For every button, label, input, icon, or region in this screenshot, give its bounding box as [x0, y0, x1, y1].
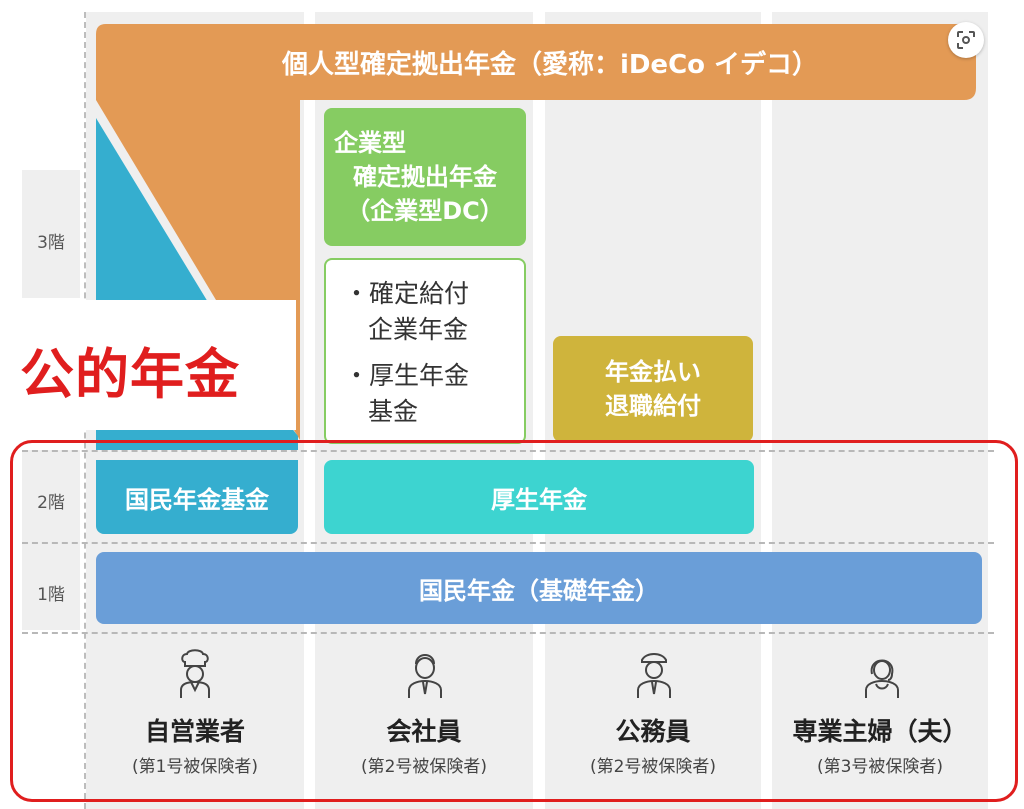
officer-icon [637, 653, 671, 698]
floor-divider-3-2 [22, 450, 994, 452]
person-company-employee-name: 会社員 [386, 717, 462, 746]
lens-icon [957, 31, 975, 49]
floor-divider-2-1 [22, 542, 994, 544]
person-company-employee-category: (第2号被保険者) [360, 757, 488, 777]
person-self-employed-category: (第1号被保険者) [131, 757, 259, 777]
corporate-dc-line2: 確定拠出年金 [353, 163, 497, 191]
office-worker-icon [408, 654, 442, 698]
retirement-benefit-box: 年金払い 退職給付 [553, 336, 753, 442]
db-item2-line2: 基金 [368, 397, 419, 426]
retirement-line2: 退職給付 [605, 392, 701, 420]
public-pension-highlight-frame [10, 440, 1018, 802]
corporate-dc-line1: 企業型 [334, 129, 406, 157]
floor-label-bg-3 [22, 170, 80, 298]
person-homemaker-name: 専業主婦（夫） [792, 717, 968, 746]
homemaker-icon [865, 659, 899, 698]
defined-benefit-box: ・確定給付 企業年金 ・厚生年金 基金 [324, 258, 526, 444]
ideco-label: 個人型確定拠出年金（愛称：iDeCo イデコ） [281, 49, 819, 80]
chef-icon [180, 649, 210, 698]
column-homemaker [772, 12, 988, 809]
visual-search-button[interactable] [948, 22, 984, 58]
floor-label-3: 3階 [37, 233, 65, 253]
corporate-dc-box: 企業型 確定拠出年金 （企業型DC） [324, 108, 526, 246]
person-homemaker-category: (第3号被保険者) [816, 757, 944, 777]
floor-label-1: 1階 [37, 585, 65, 605]
national-pension-box: 国民年金（基礎年金） [96, 552, 982, 624]
db-item1-line2: 企業年金 [368, 315, 469, 344]
db-item2-line1: ・厚生年金 [344, 361, 470, 390]
floor-divider-1-0 [22, 632, 994, 634]
public-pension-label: 公的年金 [20, 343, 240, 406]
person-civil-servant-name: 公務員 [615, 717, 691, 746]
floor-label-2: 2階 [37, 493, 65, 513]
employee-pension-box: 厚生年金 [324, 460, 754, 534]
public-pension-label-bg [0, 300, 296, 430]
corporate-dc-line3: （企業型DC） [346, 197, 504, 225]
floor-label-bg-12 [22, 450, 80, 630]
national-pension-fund-box: 国民年金基金 [96, 460, 298, 534]
db-item1-line1: ・確定給付 [344, 279, 470, 308]
person-civil-servant-category: (第2号被保険者) [589, 757, 717, 777]
retirement-line1: 年金払い [605, 358, 701, 386]
person-self-employed-name: 自営業者 [144, 717, 245, 746]
